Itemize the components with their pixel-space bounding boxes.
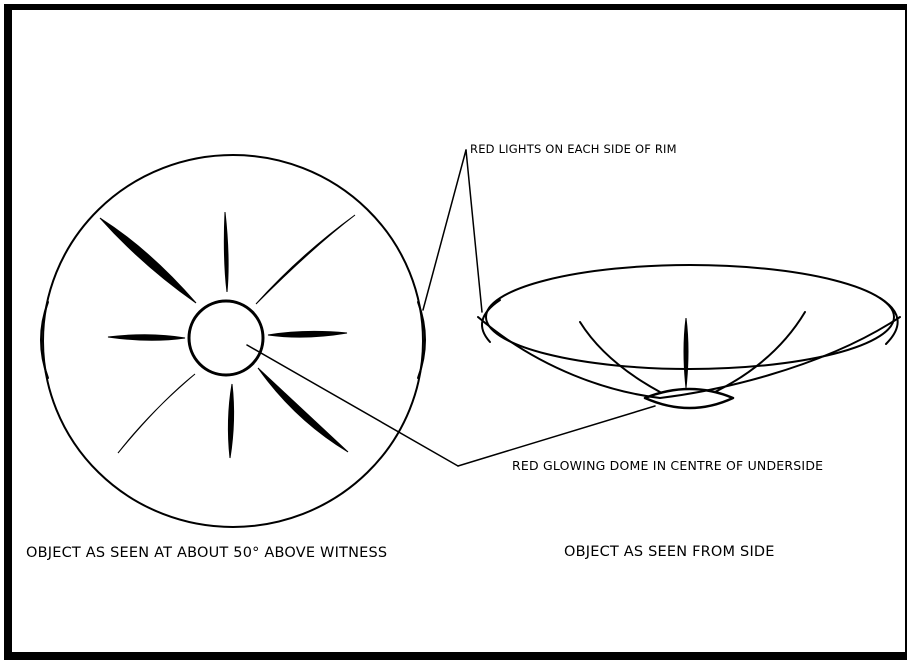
pointer-to-side-dome bbox=[458, 406, 655, 466]
spoke-southeast bbox=[258, 368, 348, 452]
pointer-to-top-view-rim bbox=[423, 150, 466, 310]
top-view-dome bbox=[189, 301, 263, 375]
spoke-north bbox=[224, 212, 228, 292]
top-view-disc bbox=[43, 155, 423, 527]
rim-lights-label: RED LIGHTS ON EACH SIDE OF RIM bbox=[470, 142, 677, 156]
side-view-lower-hull bbox=[478, 317, 900, 398]
side-view-caption: OBJECT AS SEEN FROM SIDE bbox=[564, 544, 775, 560]
spoke-west bbox=[108, 335, 185, 341]
spoke-northeast bbox=[256, 215, 355, 304]
spoke-northwest bbox=[100, 218, 196, 303]
top-view-caption: OBJECT AS SEEN AT ABOUT 50° ABOVE WITNES… bbox=[26, 545, 387, 561]
side-view-center-rib bbox=[684, 318, 688, 388]
pointer-from-top-dome bbox=[247, 345, 458, 466]
spoke-south bbox=[228, 384, 233, 458]
dome-label: RED GLOWING DOME IN CENTRE OF UNDERSIDE bbox=[512, 458, 823, 473]
pointer-to-side-view-rim bbox=[466, 150, 482, 312]
spoke-southwest bbox=[118, 374, 195, 453]
side-view-right-rib bbox=[715, 312, 805, 392]
spoke-east bbox=[268, 331, 347, 337]
side-view-left-rim-light bbox=[482, 300, 500, 342]
